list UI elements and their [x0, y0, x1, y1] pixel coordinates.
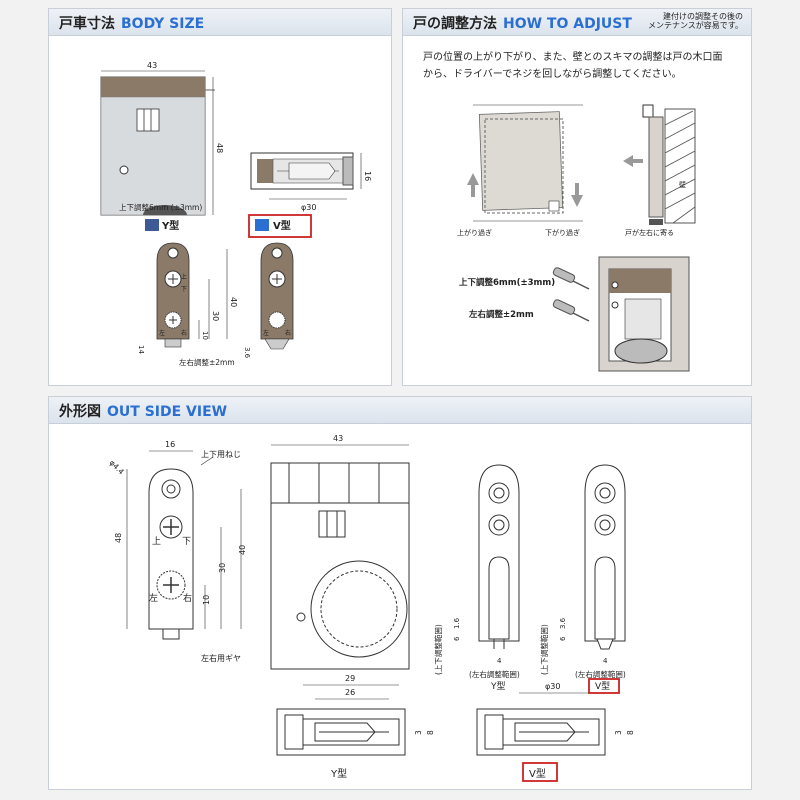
- gear-label: 左右用ギヤ: [201, 653, 241, 663]
- roller-closeup: [598, 256, 690, 372]
- body-width-label: 43: [147, 61, 157, 70]
- y-type-label: Y型: [161, 219, 179, 232]
- label-down-too-much: 下がり過ぎ: [545, 228, 580, 237]
- body-size-title-en: BODY SIZE: [121, 16, 205, 32]
- adjust-desc-line1: 戸の位置の上がり下がり、また、壁とのスキマの調整は戸の木口面: [423, 52, 723, 63]
- side-height-label: 16: [363, 171, 372, 181]
- door-misaligned-view: [467, 104, 583, 222]
- screwdriver-icon: [552, 267, 590, 322]
- v-type-plate: 左 右: [260, 242, 294, 350]
- outside-title-jp: 外形図: [59, 404, 101, 420]
- how-to-adjust-header: 戸の調整方法 HOW TO ADJUST 建付けの調整その後のメンテナンスが容易で…: [403, 9, 751, 36]
- v-ud-range: (上下調整範囲): [539, 624, 549, 675]
- section-y-dim-3: 3: [414, 730, 423, 735]
- side-width-label: φ30: [301, 203, 316, 212]
- outside-view-diagram: 上 下 左 右 16 φ4.4 上下用ねじ 48 40 30 10 左右用ギヤ: [108, 434, 635, 782]
- how-to-adjust-panel: 戸の調整方法 HOW TO ADJUST 建付けの調整その後のメンテナンスが容易で…: [402, 8, 752, 386]
- y-type-plate: 上 下 左 右: [156, 242, 190, 348]
- front-dim-40: 40: [238, 545, 247, 555]
- body-size-header: 戸車寸法 BODY SIZE: [49, 9, 391, 36]
- y-dim-40: 40: [229, 297, 238, 307]
- body-dim-43: 43: [333, 434, 343, 443]
- y-dim-14: 14: [137, 345, 145, 354]
- label-shift-left-right: 戸が左右に寄る: [625, 228, 674, 237]
- y-type-tag: Y型: [145, 219, 179, 232]
- front-left-label: 左: [149, 592, 158, 604]
- section-y-drawing: [276, 708, 406, 756]
- y-dim-30: 30: [211, 311, 220, 321]
- plate-front-drawing: [148, 468, 194, 640]
- ud-adjust-label: 上下調整6mm(±3mm): [459, 277, 555, 288]
- y-lr-range: (左右調整範囲): [469, 669, 520, 679]
- y-ud-range: (上下調整範囲): [433, 624, 443, 675]
- section-y-dim-8: 8: [426, 730, 435, 735]
- v-screw-right-label: 右: [285, 329, 291, 337]
- front-up-label: 上: [152, 536, 161, 547]
- body-adjust-label: 上下調整6mm (±3mm): [119, 202, 202, 212]
- y-dim-10: 10: [201, 331, 209, 340]
- adjust-title-jp: 戸の調整方法: [413, 16, 497, 32]
- section-v-label: V型: [529, 767, 546, 780]
- section-v-highlight: [522, 762, 558, 782]
- v-dim-4: 4: [603, 657, 608, 665]
- y-screw-down-label: 下: [181, 286, 187, 293]
- front-down-label: 下: [182, 537, 191, 547]
- y-dim-6: 6: [453, 636, 461, 641]
- adjust-description: 戸の位置の上がり下がり、また、壁とのスキマの調整は戸の木口面 から、ドライバーで…: [423, 49, 723, 83]
- y-dim-16: 1.6: [453, 617, 461, 629]
- label-up-too-much: 上がり過ぎ: [457, 228, 492, 237]
- adjust-note-line2: メンテナンスが容易です。: [647, 21, 743, 30]
- section-y-label: Y型: [330, 767, 347, 780]
- outside-title-en: OUT SIDE VIEW: [107, 404, 228, 420]
- front-dim-48: 48: [114, 533, 123, 543]
- v-lr-range: (左右調整範囲): [575, 669, 626, 679]
- lr-adjust-label: 左右調整±2mm: [179, 357, 235, 367]
- y-screw-left-label: 左: [159, 329, 165, 337]
- y-screw-right-label: 右: [181, 329, 187, 337]
- adjust-title-en: HOW TO ADJUST: [503, 16, 632, 32]
- v-dim-36: 3.6: [559, 617, 567, 629]
- door-wall-gap-view: [623, 104, 696, 225]
- body-size-panel: 戸車寸法 BODY SIZE 43 48 上下調整6mm (±3mm): [48, 8, 392, 386]
- v-type-tag: V型: [248, 214, 312, 238]
- body-size-diagram: 43 48 上下調整6mm (±3mm) 16 φ30 Y型 V型: [100, 61, 372, 367]
- body-side-view: [250, 152, 354, 190]
- v-dim-6: 6: [559, 636, 567, 641]
- section-v-drawing: [476, 708, 606, 756]
- screw-label: 上下用ねじ: [201, 450, 241, 459]
- front-dim-16: 16: [165, 440, 175, 449]
- front-right-label: 右: [183, 592, 192, 604]
- section-dim-29: 29: [345, 674, 355, 683]
- body-front-view: [100, 76, 215, 216]
- v-profile-highlight: [588, 678, 620, 694]
- front-dim-10: 10: [202, 595, 211, 605]
- adjust-note: 建付けの調整その後のメンテナンスが容易です。: [648, 12, 743, 30]
- front-dim-30: 30: [218, 563, 227, 573]
- y-screw-up-label: 上: [181, 273, 187, 281]
- body-outline-drawing: [270, 462, 410, 670]
- outside-view-header: 外形図 OUT SIDE VIEW: [49, 397, 751, 424]
- adjust-diagram: 上がり過ぎ 下がり過ぎ 壁 戸が左右に寄る 上下調整6mm(±3mm) 左右調整…: [457, 104, 696, 372]
- wall-label: 壁: [679, 180, 686, 189]
- adjust-desc-line2: から、ドライバーでネジを回しながら調整してください。: [423, 69, 682, 80]
- profile-y-drawing: [478, 464, 520, 649]
- v-profile-label: V型: [595, 681, 610, 692]
- y-profile-label: Y型: [490, 681, 506, 692]
- section-v-dim-3: 3: [614, 730, 623, 735]
- v-type-label: V型: [273, 219, 291, 232]
- v-screw-left-label: 左: [263, 329, 269, 337]
- outside-view-panel: 外形図 OUT SIDE VIEW 上 下 左 右 16 φ4.4 上下用ねじ 4…: [48, 396, 752, 790]
- adjust-note-line1: 建付けの調整その後の: [663, 12, 743, 21]
- section-v-dim-8: 8: [626, 730, 635, 735]
- body-height-label: 48: [215, 143, 224, 153]
- lr-adjust-detail-label: 左右調整±2mm: [468, 309, 534, 320]
- y-dim-4: 4: [497, 657, 502, 665]
- front-dim-phi44: φ4.4: [108, 458, 126, 476]
- profile-v-drawing: [584, 464, 626, 650]
- section-dim-phi30: φ30: [545, 682, 560, 691]
- section-dim-26: 26: [345, 688, 355, 697]
- body-size-title-jp: 戸車寸法: [59, 16, 115, 32]
- v-dim-36: 3.6: [243, 347, 251, 359]
